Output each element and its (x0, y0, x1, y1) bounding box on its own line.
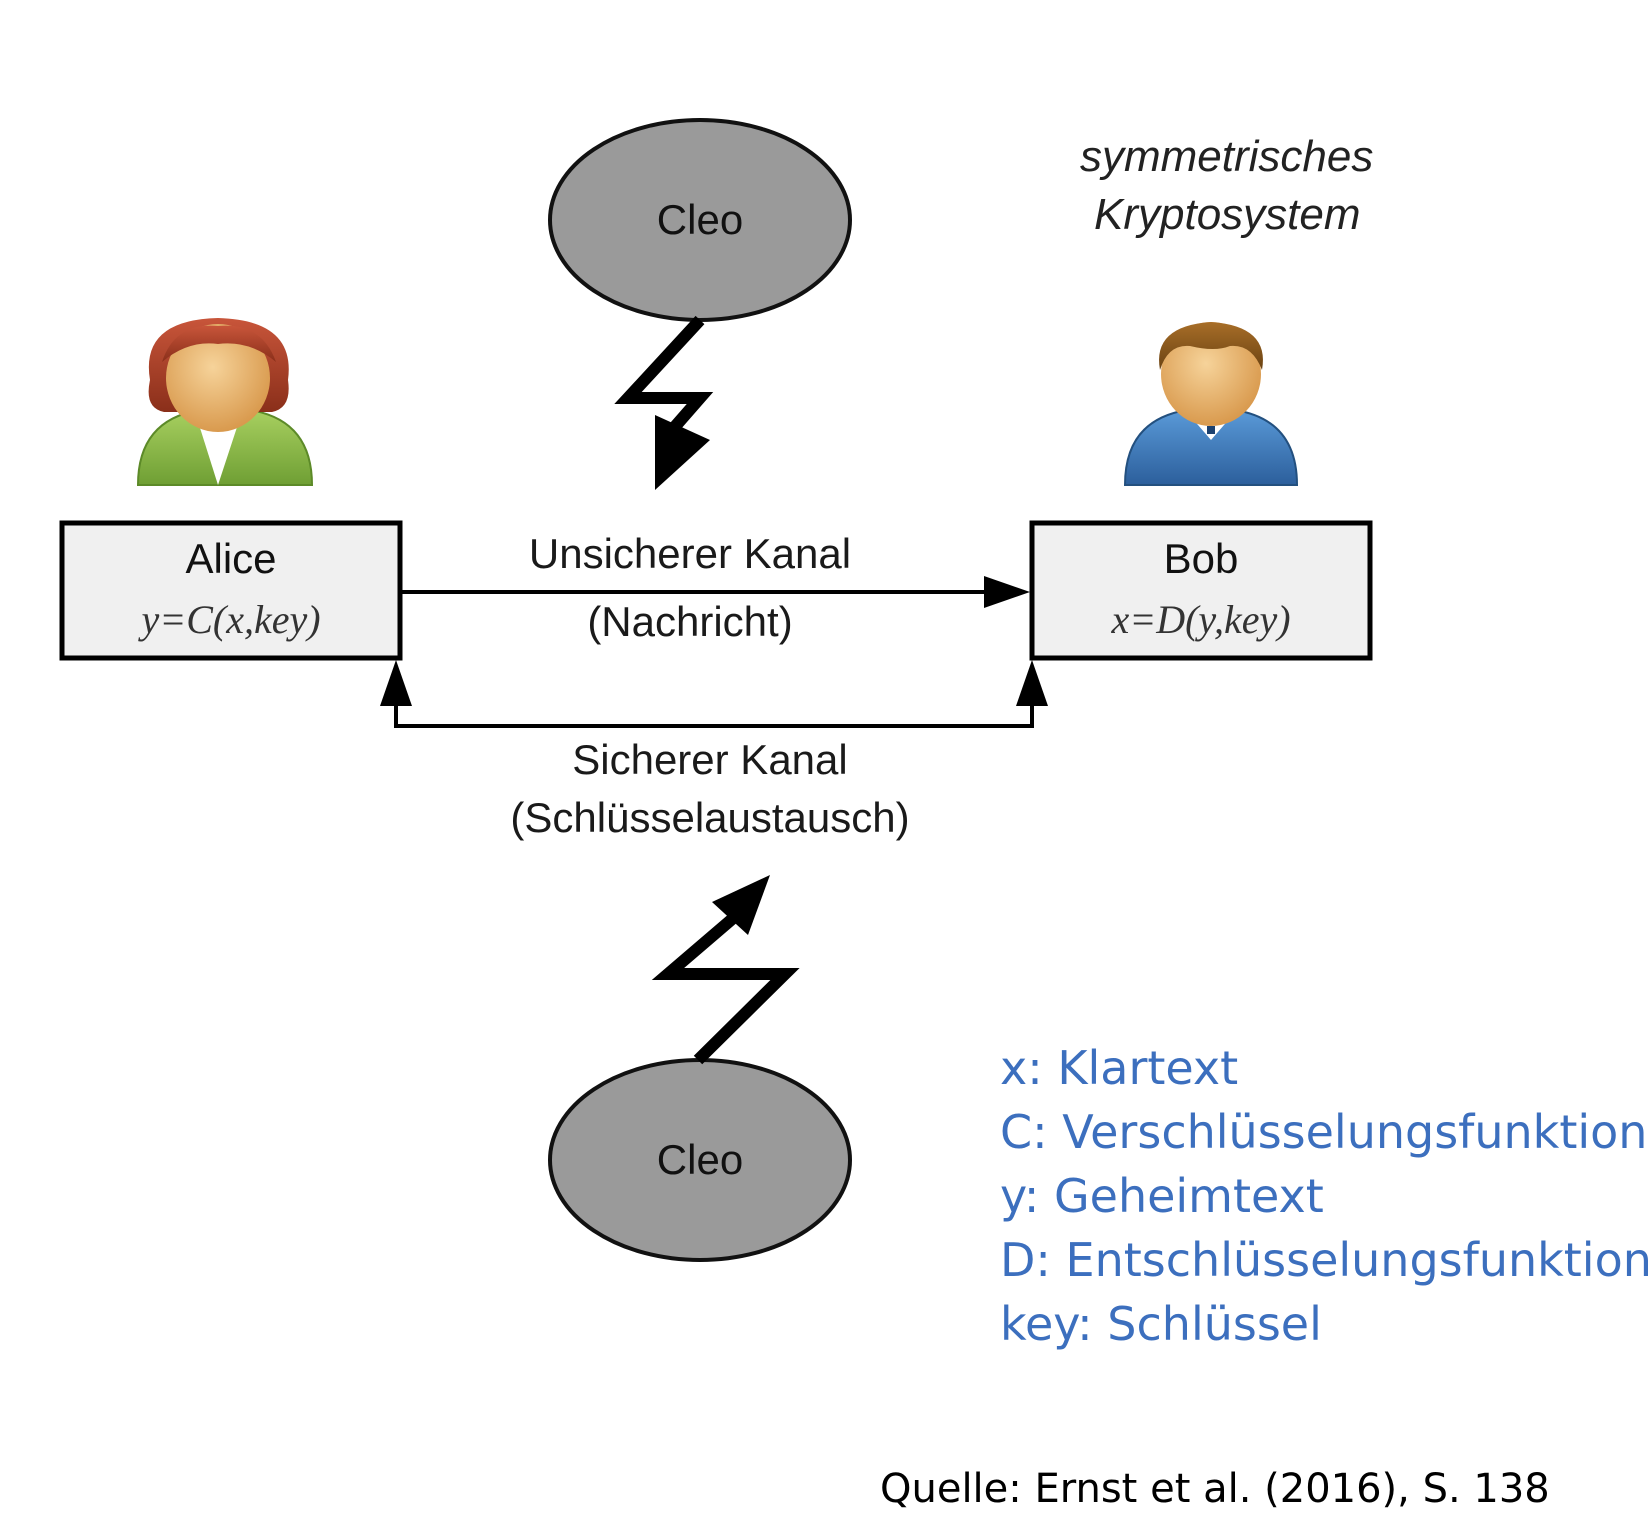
bob-label: Bob (1163, 535, 1239, 582)
alice-label: Alice (185, 535, 277, 582)
title-line-2: Kryptosystem (1094, 190, 1361, 239)
insecure-channel-sublabel: (Nachricht) (587, 598, 793, 645)
insecure-channel-arrow (400, 576, 1030, 608)
source-citation: Quelle: Ernst et al. (2016), S. 138 (880, 1466, 1550, 1512)
male-user-icon (1123, 322, 1299, 486)
bob-box (1029, 520, 1373, 661)
legend-item: x: Klartext (1000, 1041, 1239, 1095)
secure-channel-label: Sicherer Kanal (572, 736, 848, 783)
bob-formula: x=D(y,key) (1111, 597, 1291, 642)
female-user-icon (136, 318, 314, 486)
lightning-arrow-icon (614, 315, 714, 490)
secure-channel-arrow (380, 660, 1048, 728)
legend-item: D: Entschlüsselungsfunktion (1000, 1233, 1652, 1287)
lightning-arrow-icon (651, 875, 800, 1065)
legend-item: y: Geheimtext (1000, 1169, 1324, 1223)
insecure-channel-label: Unsicherer Kanal (528, 530, 852, 577)
cleo-top-label: Cleo (656, 196, 744, 243)
legend-item: C: Verschlüsselungsfunktion (1000, 1105, 1648, 1159)
legend: x: Klartext C: Verschlüsselungsfunktion … (1000, 1036, 1652, 1356)
cleo-bottom-label: Cleo (656, 1136, 744, 1183)
title-line-1: symmetrisches (1080, 132, 1374, 181)
legend-item: key: Schlüssel (1000, 1297, 1322, 1351)
secure-channel-sublabel: (Schlüsselaustausch) (510, 794, 910, 841)
diagram-title: symmetrisches Kryptosystem (1080, 128, 1520, 244)
alice-formula: y=C(x,key) (141, 597, 321, 642)
